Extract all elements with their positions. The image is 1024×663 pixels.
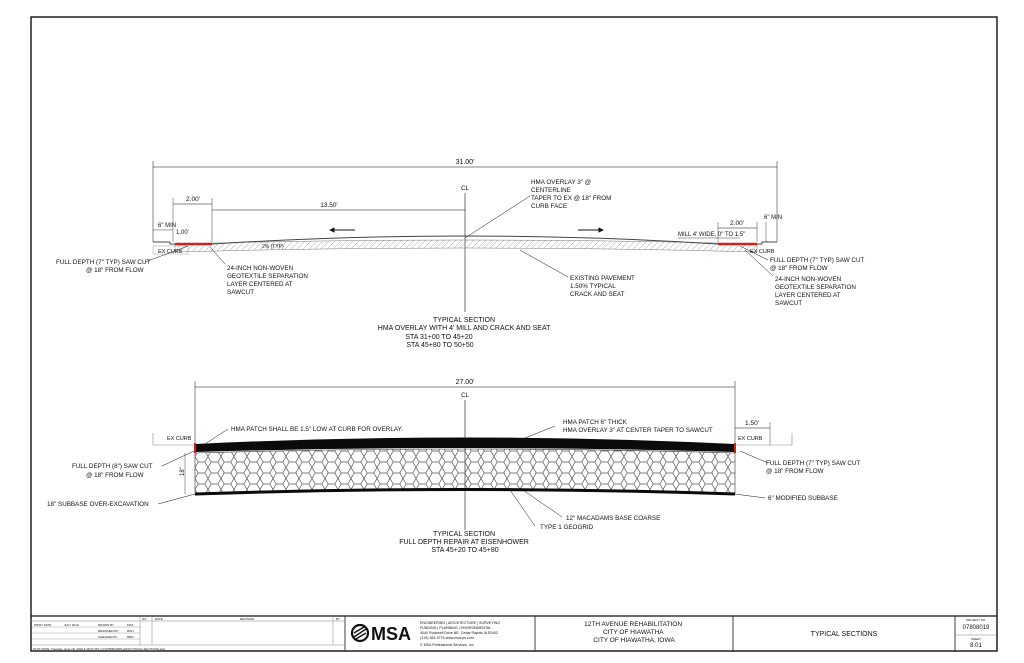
plot-date: PLOT DATE: Tuesday, June 18, 2019 2:16:0…	[33, 647, 165, 651]
macadams-note: 12" MACADAMS BASE COARSE	[566, 515, 660, 522]
section-overlay: 31.00' CL 2.00' 13.50' 6" MIN 1.00' EX C…	[56, 159, 866, 349]
checked-by-value: RRR	[127, 635, 134, 639]
ex-curb-right-2: EX CURB	[738, 436, 763, 442]
section-full-depth: 27.00' CL 1.50' EX CURB EX CURB 18" HMA …	[47, 379, 862, 554]
cl-label-1: CL	[461, 186, 469, 192]
project-info: 12TH AVENUE REHABILITATION CITY OF HIAWA…	[584, 621, 684, 644]
msa-logo: MSA	[350, 623, 411, 644]
modified-subbase-note: 6" MODIFIED SUBBASE	[768, 495, 838, 502]
geogrid-note: TYPE 1 GEOGRID	[540, 524, 594, 531]
rev-header-date: DATE	[155, 617, 163, 621]
title-block: NO. DATE REVISION BY PRINT DATE JULY 201…	[31, 615, 997, 651]
subbase-over-note: 18" SUBBASE OVER-EXCAVATION	[47, 501, 149, 508]
overlay-note: HMA OVERLAY 3" @ CENTERLINE TAPER TO EX …	[531, 179, 613, 210]
patch-low-note: HMA PATCH SHALL BE 1.5" LOW AT CURB FOR …	[231, 426, 403, 433]
geotextile-note-right: 24-INCH NON-WOVEN GEOTEXTILE SEPARATION …	[775, 276, 858, 307]
project-no: 07808019	[963, 625, 990, 631]
designed-by-label: DESIGNED BY	[98, 629, 119, 633]
existing-pavement-note: EXISTING PAVEMENT 1.50% TYPICAL CRACK AN…	[570, 275, 636, 298]
dim-6min-right: 6" MIN	[764, 215, 782, 221]
geotextile-note-left: 24-INCH NON-WOVEN GEOTEXTILE SEPARATION …	[227, 265, 310, 296]
dim-1-00: 1.00'	[176, 230, 189, 236]
ex-curb-right-1: EX CURB	[750, 249, 775, 255]
cl-label-2: CL	[461, 393, 469, 399]
macadams-base-layer	[194, 448, 736, 494]
sheet-border	[30, 16, 998, 652]
firm-info: ENGINEERING | ARCHITECTURE | SURVEYING F…	[420, 621, 501, 647]
designed-by-value: RGN	[127, 629, 134, 633]
hma-overlay-crown	[211, 235, 719, 245]
rev-header-by: BY	[336, 617, 340, 621]
ex-curb-left-2: EX CURB	[167, 436, 192, 442]
print-date-value: JULY 2019	[64, 623, 79, 627]
sheet-no: 8.01	[970, 643, 982, 649]
dim-right-2ft: 2.00'	[730, 220, 744, 227]
hma-patch-layer	[195, 437, 735, 452]
existing-pavement-hatch	[174, 239, 758, 253]
sawcut-note-right-2: FULL DEPTH (7" TYP) SAW CUT @ 18" FROM F…	[766, 460, 862, 475]
rev-header-no: NO.	[142, 617, 148, 621]
sawcut-note-left-1: FULL DEPTH (7" TYP) SAW CUT @ 18" FROM F…	[56, 259, 152, 274]
slope-label: 2% (TYP)	[262, 244, 284, 250]
dim-6min-left: 6" MIN	[158, 223, 176, 229]
project-no-label: PROJECT NO.	[966, 618, 986, 622]
dim-overall-27: 27.00'	[456, 379, 475, 386]
section-title-2: TYPICAL SECTION FULL DEPTH REPAIR AT EIS…	[399, 531, 531, 554]
drawn-by-value: MSA	[127, 623, 134, 627]
ex-curb-left-1: EX CURB	[158, 249, 183, 255]
dim-overall-31: 31.00'	[456, 159, 475, 166]
sawcut-note-left-2: FULL DEPTH (8") SAW CUT @ 18" FROM FLOW	[72, 463, 154, 479]
mill-label: MILL 4' WIDE, 0" TO 1.5"	[678, 232, 745, 238]
dim-18in: 18"	[180, 467, 186, 476]
sheet-label: SHEET	[971, 637, 981, 641]
dim-left-2ft: 2.00'	[186, 196, 200, 203]
dim-1-50: 1.50'	[745, 420, 759, 427]
rev-header-revision: REVISION	[240, 617, 254, 621]
checked-by-label: CHECKED BY	[98, 635, 118, 639]
section-title-1: TYPICAL SECTION HMA OVERLAY WITH 4' MILL…	[378, 317, 552, 349]
patch-thick-note: HMA PATCH 6" THICK HMA OVERLAY 3" AT CEN…	[563, 419, 713, 434]
print-date-label: PRINT DATE	[34, 623, 52, 627]
sheet-title: TYPICAL SECTIONS	[811, 631, 878, 638]
modified-subbase-line	[194, 488, 736, 496]
logo-text: MSA	[371, 624, 411, 644]
sawcut-note-right-1: FULL DEPTH (7" TYP) SAW CUT @ 18" FROM F…	[770, 257, 866, 272]
drawn-by-label: DRAWN BY	[98, 623, 114, 627]
dim-13-50: 13.50'	[320, 202, 338, 209]
